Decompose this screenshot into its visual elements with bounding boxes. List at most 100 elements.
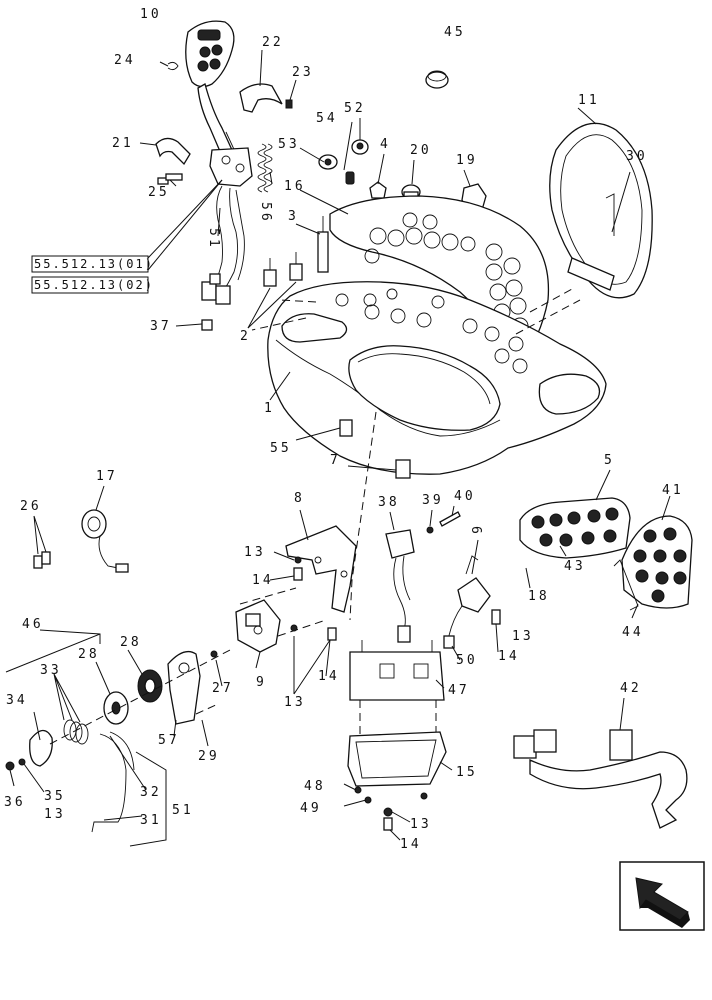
label-50: 50 [456,653,478,668]
bracket-8 [285,525,357,613]
knob-4 [369,181,387,199]
label-19: 19 [456,153,478,168]
label-28-b: 28 [78,647,100,662]
label-17: 17 [96,469,118,484]
label-41: 41 [662,483,684,498]
screw-39 [426,526,434,534]
rotary-switch-17 [81,509,129,573]
label-33: 33 [40,663,62,678]
screw-13-14-a [293,556,303,581]
lever-31 [91,731,135,833]
label-30: 30 [626,149,648,164]
knob-53 [318,154,338,170]
box-15 [347,731,447,787]
label-44: 44 [622,625,644,640]
reference-text-1[interactable]: 55.512.13(01) [34,257,154,271]
harness-38 [385,529,415,643]
label-47: 47 [448,683,470,698]
label-35: 35 [44,789,66,804]
spring-coil-56 [257,143,273,193]
label-13-c: 13 [512,629,534,644]
cover-22 [239,83,283,113]
wheel-28b [137,669,163,703]
connector-37 [201,319,213,331]
display-frame-11 [549,122,653,299]
label-39: 39 [422,493,444,508]
label-31: 31 [140,813,162,828]
label-40: 40 [454,489,476,504]
switch-6 [443,555,491,649]
label-46: 46 [22,617,44,632]
label-53: 53 [278,137,300,152]
label-56: 56 [258,202,273,224]
label-25: 25 [148,185,170,200]
label-48: 48 [304,779,326,794]
label-14-a: 14 [252,573,274,588]
label-7: 7 [330,453,341,468]
next-page-arrow-icon[interactable] [619,861,705,931]
joystick-harness-part [201,185,245,305]
screw-23 [285,99,293,109]
disc-34 [29,729,53,767]
washers-48-49 [354,786,428,831]
housing-9 [235,599,281,653]
label-11: 11 [578,93,600,108]
harness-42 [513,729,688,829]
label-34: 34 [6,693,28,708]
clip-24 [167,61,179,71]
wheel-28a [103,691,129,725]
label-3: 3 [288,209,299,224]
label-49: 49 [300,801,322,816]
pin-25 [157,173,183,185]
connector-55 [339,419,353,437]
label-27: 27 [212,681,234,696]
reference-link-1[interactable]: 55.512.13(01) [31,255,154,273]
callout-labels: 10 24 22 23 45 11 21 54 52 53 4 20 19 30… [4,7,684,852]
label-18: 18 [528,589,550,604]
bolt-40 [439,511,461,527]
reference-text-2[interactable]: 55.512.13(02) [34,278,154,292]
console-body-1 [267,281,607,475]
pin-36-35 [5,758,26,771]
label-42: 42 [620,681,642,696]
knob-52 [351,139,369,155]
label-36: 36 [4,795,26,810]
springs-33 [63,719,89,745]
label-4: 4 [380,137,391,152]
label-5: 5 [604,453,615,468]
label-57: 57 [158,733,180,748]
label-52: 52 [344,101,366,116]
label-13-d: 13 [44,807,66,822]
label-26: 26 [20,499,42,514]
switch-3 [317,216,329,273]
label-9: 9 [256,675,267,690]
label-21: 21 [112,136,134,151]
label-23: 23 [292,65,314,80]
screw-13-14-c [491,609,501,625]
label-38: 38 [378,495,400,510]
cap-45 [425,70,449,89]
clip-21 [155,137,191,166]
screw-27 [210,650,218,658]
label-13-e: 13 [410,817,432,832]
label-20: 20 [410,143,432,158]
plug-26 [33,551,51,569]
tray-47 [349,640,445,701]
label-13-a: 13 [244,545,266,560]
label-37: 37 [150,319,172,334]
label-55: 55 [270,441,292,456]
joystick-handle-part [185,20,239,171]
label-14-c: 14 [498,649,520,664]
label-54: 54 [316,111,338,126]
label-10: 10 [140,7,162,22]
leader-lines [5,49,671,847]
label-51-bottom: 51 [172,803,194,818]
label-2: 2 [240,329,251,344]
label-28-a: 28 [120,635,142,650]
connector-7 [395,459,411,479]
label-29: 29 [198,749,220,764]
label-13-b: 13 [284,695,306,710]
reference-link-2[interactable]: 55.512.13(02) [31,276,154,294]
label-14-d: 14 [400,837,422,852]
